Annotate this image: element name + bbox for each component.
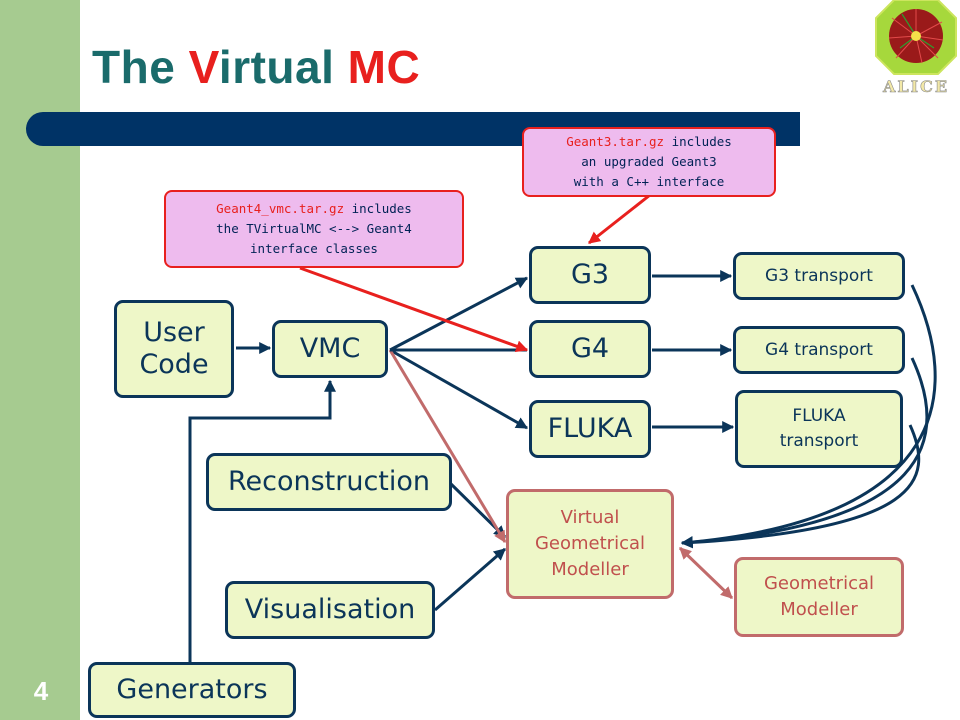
slide-number: 4 (33, 676, 49, 706)
title-part-v: V (188, 41, 219, 93)
g4-box: G4 (529, 320, 651, 378)
slide-title: The Virtual MC (92, 40, 420, 94)
arrow-vmc-to-fluka (389, 348, 529, 430)
fluka-transport-label-2: transport (779, 431, 859, 451)
generators-label: Generators (116, 673, 268, 705)
vmc-label: VMC (299, 332, 361, 364)
title-part-the: The (92, 41, 189, 93)
generators-box: Generators (88, 662, 296, 718)
arrow-geant4-note-to-g4 (299, 266, 529, 352)
fluka-transport-label-1: FLUKA (792, 406, 846, 427)
geant3-note-text-1: includes (664, 134, 732, 149)
title-part-mc: MC (347, 41, 421, 93)
g3-transport-label: G3 transport (765, 265, 873, 286)
visualisation-box: Visualisation (225, 581, 435, 639)
reconstruction-box: Reconstruction (206, 453, 452, 511)
gm-label-2: Modeller (780, 599, 858, 620)
arrow-visualisation-to-vgm (434, 547, 506, 612)
g3-transport-box: G3 transport (733, 252, 905, 300)
arrow-g4-transport-to-vgm (680, 357, 929, 549)
arrow-vmc-to-vgm (388, 349, 507, 544)
alice-logo: ALICE (875, 0, 957, 96)
title-part-irtual: irtual (218, 41, 348, 93)
arrow-fluka-transport-to-vgm (680, 424, 921, 549)
geant3-note-text-3: with a C++ interface (573, 174, 725, 189)
vmc-box: VMC (272, 320, 388, 378)
g4-transport-label: G4 transport (765, 339, 873, 360)
arrow-vmc-to-g3 (389, 276, 529, 352)
fluka-transport-box: FLUKA transport (735, 390, 903, 468)
geant3-note: Geant3.tar.gz includes an upgraded Geant… (522, 127, 776, 197)
geant3-note-text-2: an upgraded Geant3 (581, 154, 717, 169)
arrow-geant3-note-to-g3 (588, 193, 651, 245)
geant3-filename: Geant3.tar.gz (566, 134, 665, 149)
geant4-note-text-1: includes (344, 201, 412, 216)
g4-transport-box: G4 transport (733, 326, 905, 374)
vgm-label-1: Virtual (560, 506, 620, 528)
reconstruction-label: Reconstruction (227, 465, 431, 497)
geant4-note-text-2: the TVirtualMC <--> Geant4 (216, 221, 412, 236)
logo-text: ALICE (882, 77, 949, 96)
geant4-vmc-note: Geant4_vmc.tar.gz includes the TVirtualM… (164, 190, 464, 268)
geant4-note-text-3: interface classes (250, 241, 378, 256)
vgm-label-2: Geometrical (534, 532, 646, 554)
user-code-label-1: User (143, 316, 205, 348)
vgm-label-3: Modeller (551, 559, 629, 581)
geant4-vmc-filename: Geant4_vmc.tar.gz (216, 201, 345, 216)
fluka-box: FLUKA (529, 400, 651, 458)
g4-label: G4 (570, 332, 610, 364)
visualisation-label: Visualisation (244, 593, 416, 625)
arrow-vgm-to-gm (678, 546, 734, 600)
fluka-label: FLUKA (547, 412, 633, 444)
user-code-label-2: Code (139, 349, 209, 380)
g3-label: G3 (570, 258, 610, 290)
gm-label-1: Geometrical (763, 572, 875, 594)
g3-box: G3 (529, 246, 651, 304)
arrow-generators-to-vmc (188, 379, 336, 662)
